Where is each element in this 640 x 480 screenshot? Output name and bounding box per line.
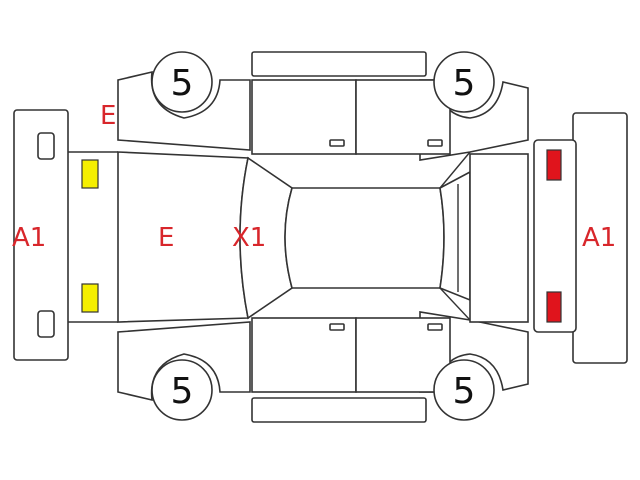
tire-grade-rear-right: 5 — [453, 371, 476, 412]
right-roof-rail — [251, 397, 427, 423]
front-bumper-inner — [37, 310, 55, 338]
tire-grade-front-left: 5 — [171, 63, 194, 104]
c-pillar — [439, 287, 471, 321]
door-handle — [427, 323, 443, 331]
roof — [284, 187, 445, 289]
rear-lamp — [546, 149, 562, 181]
c-pillar — [439, 151, 471, 189]
rear-window — [439, 170, 471, 302]
front-lamp — [81, 283, 99, 313]
left-roof-rail — [251, 51, 427, 77]
front-bumper — [13, 109, 69, 361]
trunk-lid — [469, 153, 529, 323]
rear-lamp — [546, 291, 562, 323]
tire-grade-front-right: 5 — [171, 371, 194, 412]
label-windshield: X1 — [232, 223, 266, 253]
rear-left-tire — [433, 51, 495, 113]
front-lamp — [81, 159, 99, 189]
label-hood: E — [158, 223, 174, 253]
rear-lamp-housing — [533, 139, 577, 333]
tire-grade-rear-left: 5 — [453, 63, 476, 104]
label-fender: E — [100, 101, 116, 131]
front-right-tire — [151, 359, 213, 421]
rear-right-tire — [433, 359, 495, 421]
hood — [117, 151, 249, 323]
front-left-tire — [151, 51, 213, 113]
front-bumper-inner — [37, 132, 55, 160]
label-rear-bumper: A1 — [582, 223, 616, 253]
door-handle — [329, 139, 345, 147]
door-handle — [329, 323, 345, 331]
label-front-bumper: A1 — [12, 223, 46, 253]
door-handle — [427, 139, 443, 147]
headlamp-outline — [68, 151, 118, 323]
